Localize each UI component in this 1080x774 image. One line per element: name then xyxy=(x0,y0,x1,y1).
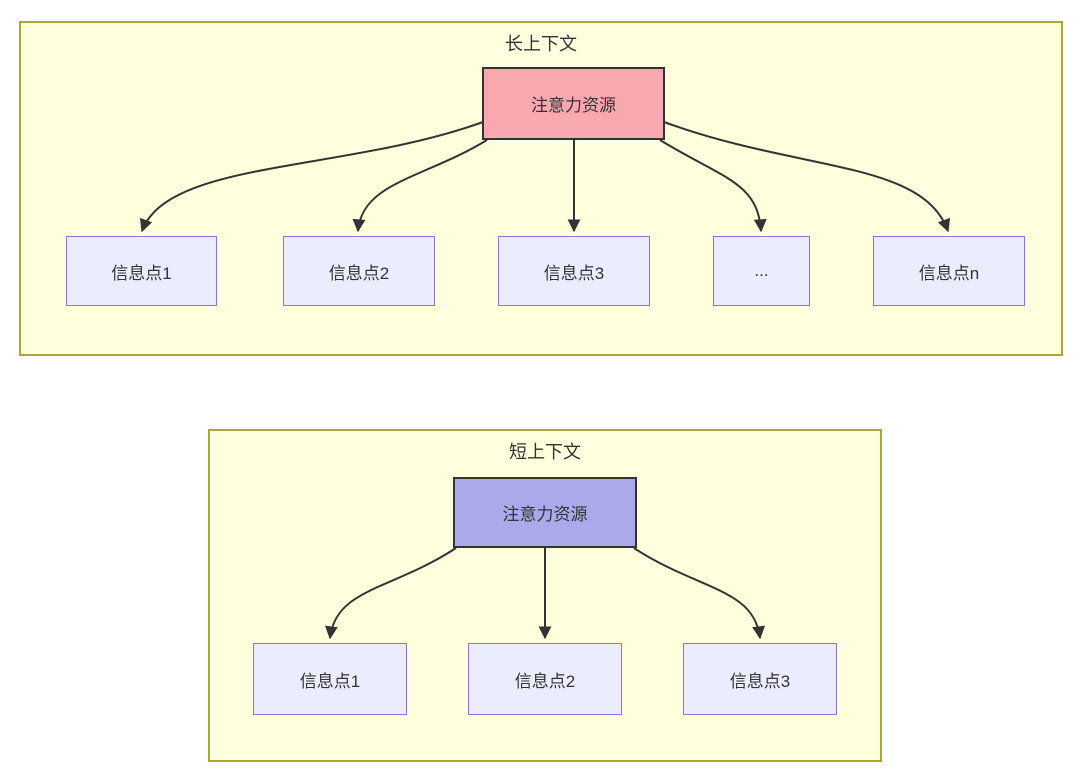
long-context-title: 长上下文 xyxy=(505,34,577,54)
long-attention-box: 注意力资源 xyxy=(482,67,665,140)
short-info-node-3: 信息点3 xyxy=(683,643,837,715)
long-info-node-n: 信息点n xyxy=(873,236,1025,306)
short-info-node-1: 信息点1 xyxy=(253,643,407,715)
short-context-title: 短上下文 xyxy=(509,442,581,462)
short-info-node-2: 信息点2 xyxy=(468,643,622,715)
long-info-node-3: 信息点3 xyxy=(498,236,650,306)
long-info-node-1: 信息点1 xyxy=(66,236,217,306)
short-attention-box: 注意力资源 xyxy=(453,477,637,548)
long-info-node-2: 信息点2 xyxy=(283,236,435,306)
long-info-node-ellipsis: ... xyxy=(713,236,810,306)
